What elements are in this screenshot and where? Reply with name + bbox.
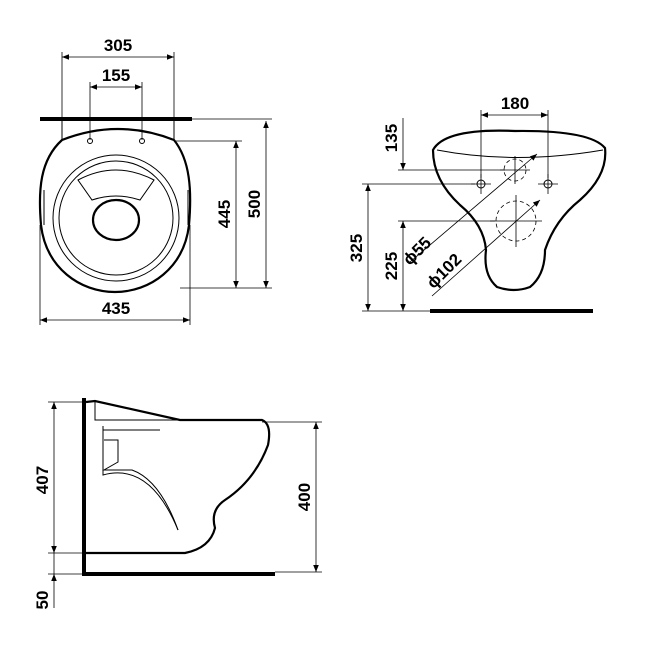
- dim-label-325: 325: [347, 234, 366, 262]
- dim-label-50: 50: [33, 591, 52, 610]
- dim-label-dia55: ϕ55: [399, 233, 435, 269]
- leader-dia-small: [409, 153, 538, 263]
- back-view-rim: [436, 149, 604, 158]
- top-view-mount-plate: [61, 121, 175, 140]
- top-view-rim: [77, 169, 155, 201]
- side-view-inner-channel: [102, 429, 179, 531]
- top-view-outlet: [91, 198, 141, 242]
- side-view: 407 50 400: [33, 398, 322, 609]
- dim-label-400: 400: [295, 483, 314, 511]
- dim-label-180: 180: [501, 94, 529, 113]
- side-view-trap: [102, 426, 179, 531]
- top-view-seat-ring: [52, 154, 180, 282]
- leader-dia-large: [431, 199, 541, 297]
- top-view-seat-ring-inner: [58, 160, 174, 276]
- dim-label-135: 135: [382, 124, 401, 152]
- side-view-top-plate: [94, 401, 180, 421]
- side-view-bowl-outline: [85, 399, 271, 555]
- dim-label-435: 435: [102, 299, 130, 318]
- top-view: 305 155 435 445 500: [38, 36, 272, 325]
- top-view-rails: [43, 190, 189, 225]
- dim-label-155: 155: [102, 66, 130, 85]
- dim-label-500: 500: [245, 190, 264, 218]
- back-view: ϕ55 ϕ102 180 135 325 225: [347, 94, 607, 313]
- dim-label-dia102: ϕ102: [423, 250, 466, 293]
- top-view-bowl-outline: [38, 127, 192, 294]
- dim-label-407: 407: [33, 466, 52, 494]
- dim-label-305: 305: [104, 36, 132, 55]
- dim-label-445: 445: [215, 200, 234, 228]
- back-view-bowl-outline: [431, 129, 607, 292]
- dim-label-225: 225: [382, 252, 401, 280]
